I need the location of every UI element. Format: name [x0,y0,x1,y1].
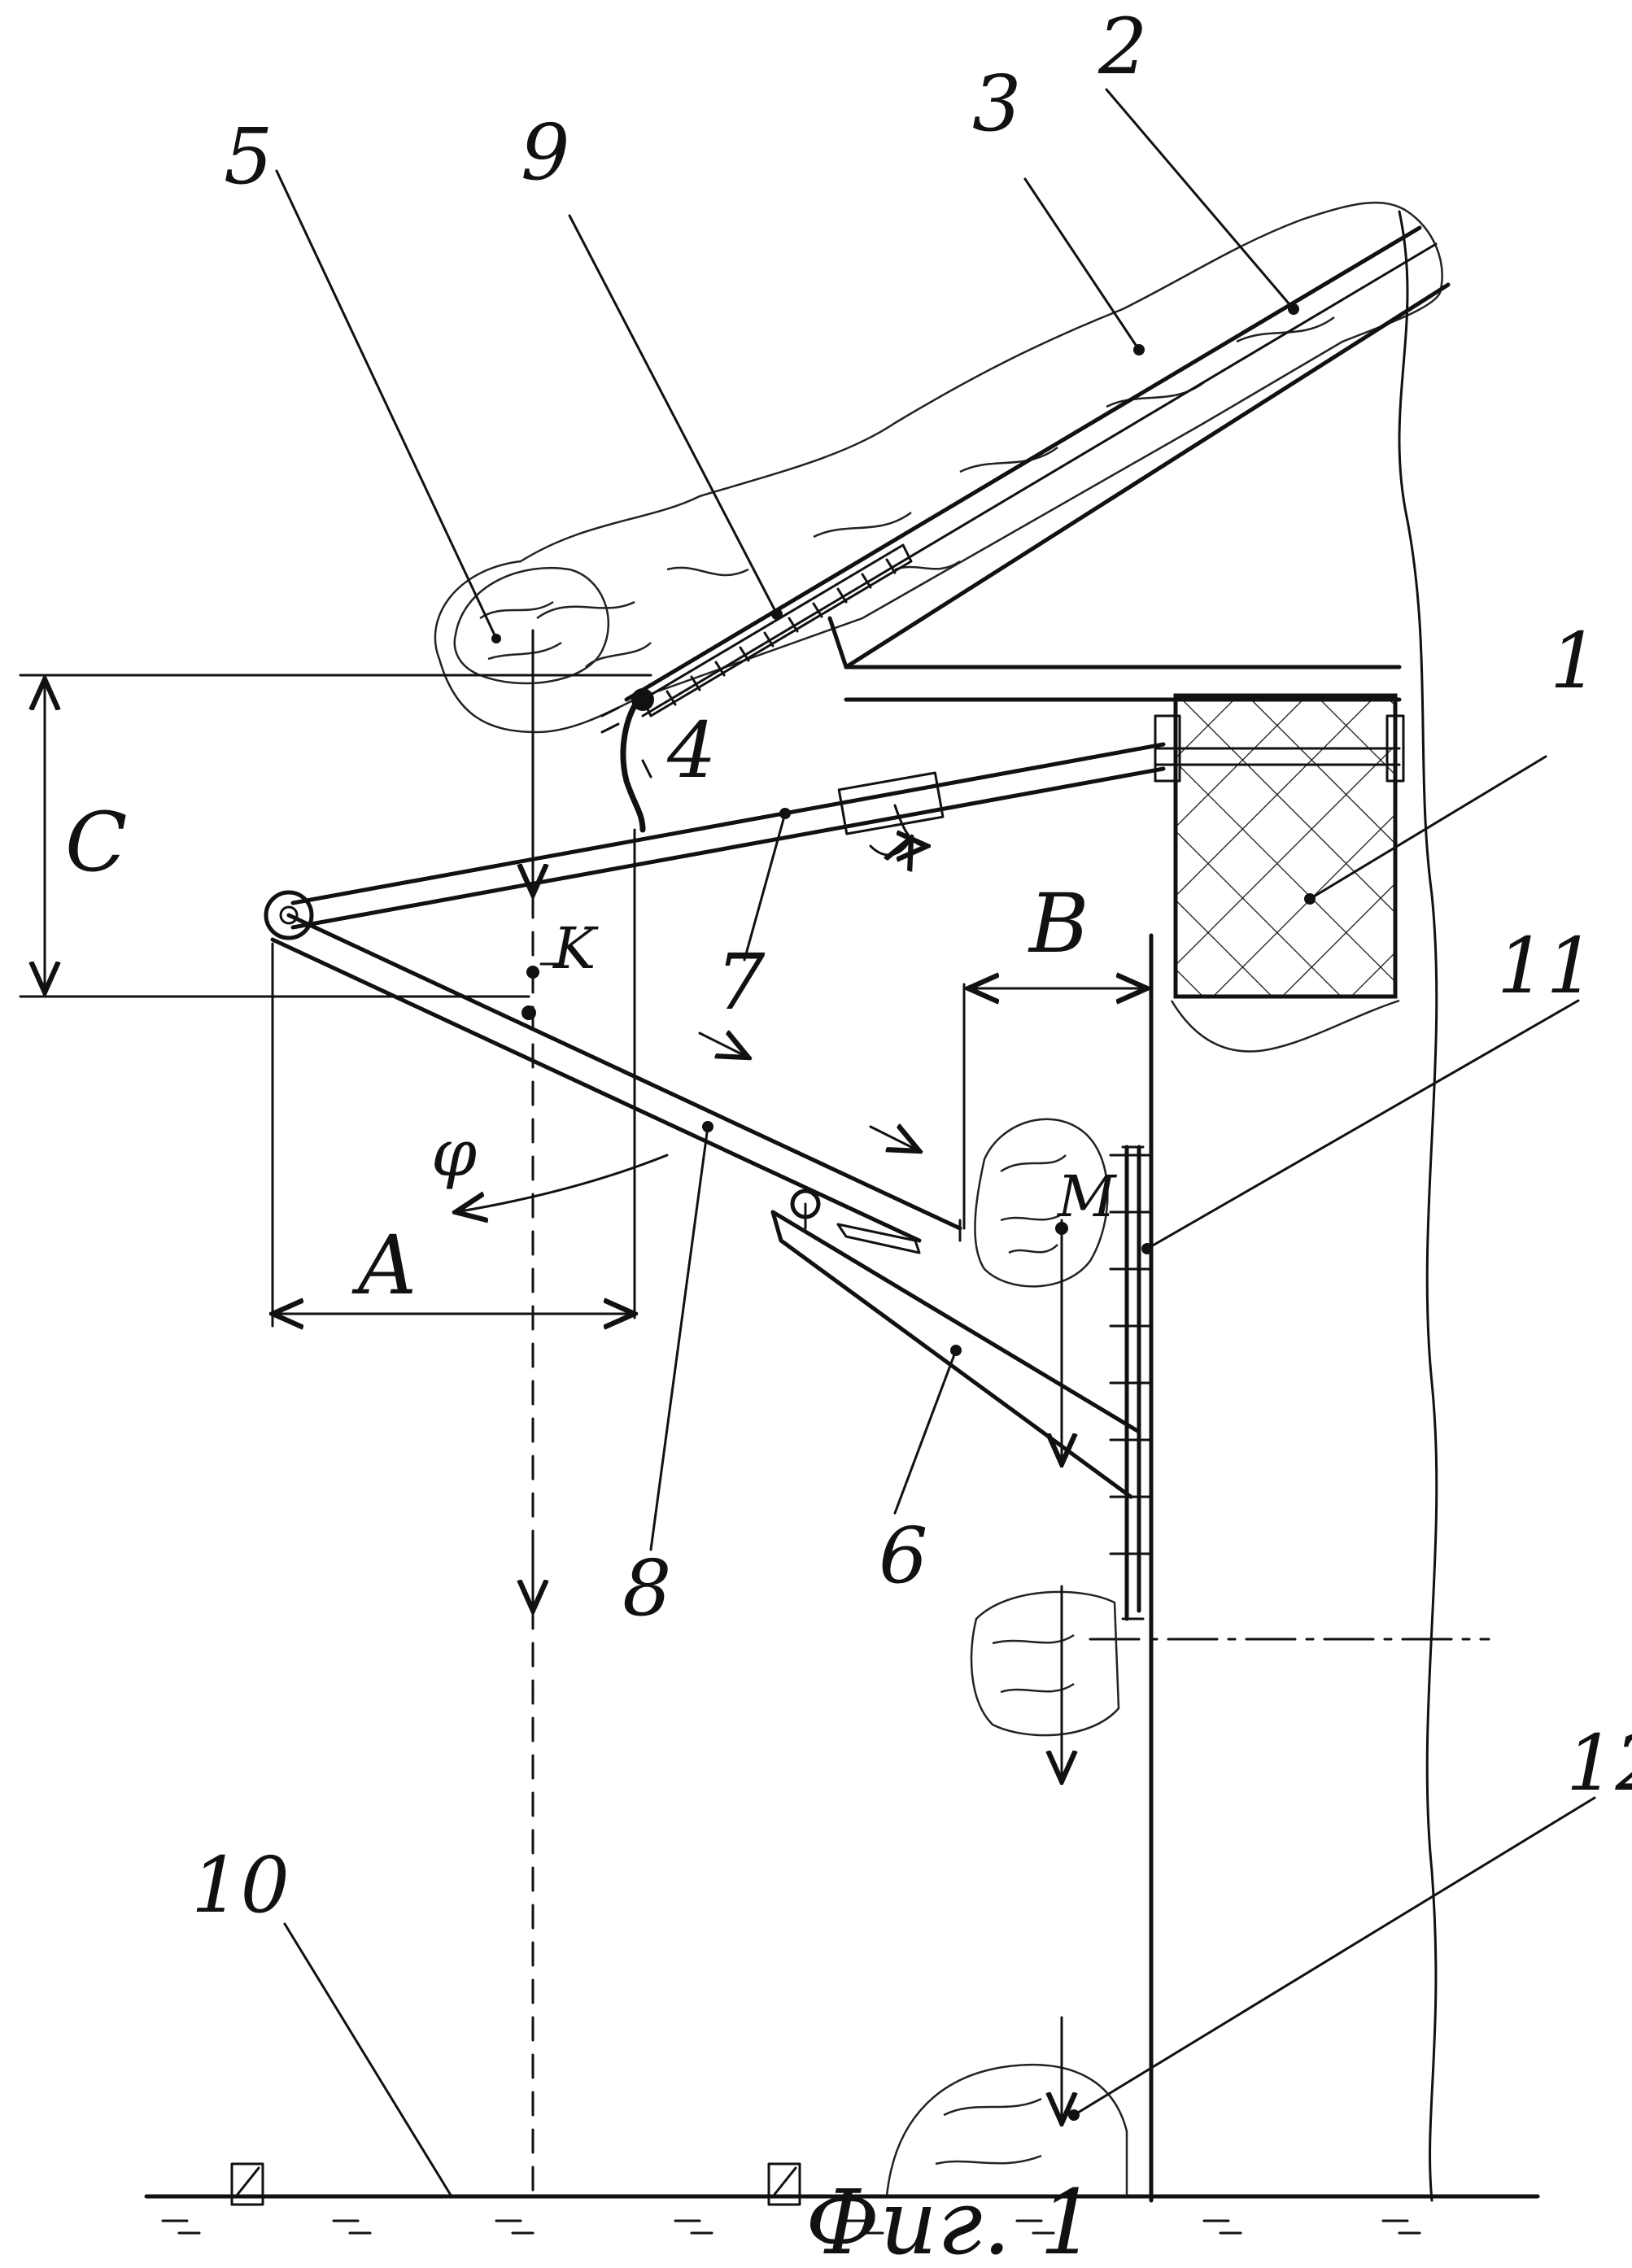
label-5: 5 [224,112,273,202]
label-4: 4 [666,706,716,796]
roof-snow-mass [435,203,1442,732]
dimension-a-label: A [351,1218,417,1313]
label-10: 10 [191,1841,290,1930]
label-9: 9 [521,108,569,198]
point-k-label: K [552,915,599,982]
label-8: 8 [622,1544,671,1633]
dimension-b-label: B [1028,876,1089,971]
snow-chunk-lower [971,1592,1119,1735]
snow-chunk-5 [455,568,609,683]
label-11: 11 [1497,922,1595,1011]
point-m-label: M [1056,1163,1118,1230]
dimension-b [964,984,1147,1228]
label-2: 2 [1097,2,1147,92]
force-lines [526,630,1068,2196]
label-6: 6 [879,1511,927,1601]
hook-element [602,688,654,830]
ice-strip [643,545,911,716]
label-3: 3 [972,59,1021,149]
dimension-c-label: C [65,795,128,890]
figure-caption: Фиг. 1 [805,2170,1097,2268]
label-7: 7 [716,938,766,1027]
building-wall [1151,212,1437,2200]
angle-phi-label: φ [431,1115,477,1191]
label-1: 1 [1550,617,1599,706]
label-12: 12 [1566,1719,1632,1808]
lower-arm [273,915,960,1253]
part-labels: 5 9 3 2 1 4 7 11 8 6 12 10 [191,2,1632,1930]
roof-slope [626,228,1448,716]
